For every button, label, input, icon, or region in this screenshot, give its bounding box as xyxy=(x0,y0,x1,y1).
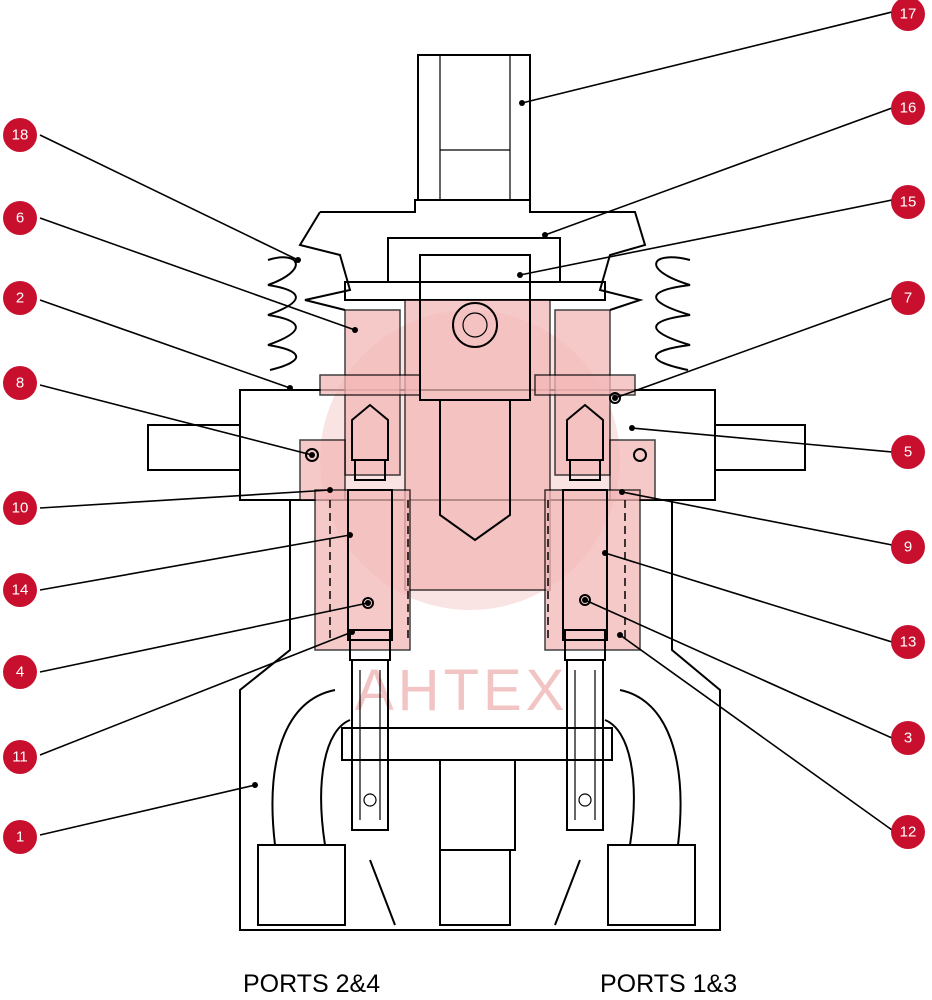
callout-5: 5 xyxy=(891,435,925,469)
ports-1-3-label: PORTS 1&3 xyxy=(600,970,738,998)
callout-7: 7 xyxy=(891,281,925,315)
callout-6: 6 xyxy=(3,201,37,235)
svg-text:18: 18 xyxy=(12,127,29,144)
callout-9: 9 xyxy=(891,530,925,564)
svg-text:13: 13 xyxy=(900,634,917,651)
svg-text:8: 8 xyxy=(16,375,24,392)
svg-text:6: 6 xyxy=(16,210,24,227)
callout-16: 16 xyxy=(891,91,925,125)
watermark-text: AHTEX xyxy=(355,658,568,723)
callout-13: 13 xyxy=(891,625,925,659)
svg-text:1: 1 xyxy=(16,829,24,846)
callout-10: 10 xyxy=(3,491,37,525)
svg-text:9: 9 xyxy=(904,539,912,556)
svg-text:2: 2 xyxy=(16,290,24,307)
leader-lines xyxy=(39,11,893,836)
callout-11: 11 xyxy=(3,740,37,774)
internal-parts xyxy=(299,299,656,651)
valve-body xyxy=(147,54,806,931)
svg-text:5: 5 xyxy=(904,444,912,461)
svg-text:10: 10 xyxy=(12,500,29,517)
svg-text:16: 16 xyxy=(900,100,917,117)
svg-text:17: 17 xyxy=(900,6,917,23)
svg-text:7: 7 xyxy=(904,290,912,307)
callout-1: 1 xyxy=(3,820,37,854)
callout-2: 2 xyxy=(3,281,37,315)
callout-14: 14 xyxy=(3,573,37,607)
svg-text:3: 3 xyxy=(904,730,912,747)
callout-12: 12 xyxy=(891,815,925,849)
callout-3: 3 xyxy=(891,721,925,755)
callout-15: 15 xyxy=(891,185,925,219)
svg-text:11: 11 xyxy=(12,749,28,766)
callouts: 1 2 3 4 5 6 7 8 9 10 11 12 13 14 15 16 1… xyxy=(3,0,925,854)
callout-17: 17 xyxy=(891,0,925,31)
ports-2-4-label: PORTS 2&4 xyxy=(243,970,381,998)
internal-details xyxy=(305,254,647,831)
svg-text:14: 14 xyxy=(12,582,29,599)
callout-8: 8 xyxy=(3,366,37,400)
callout-4: 4 xyxy=(3,655,37,689)
svg-text:12: 12 xyxy=(900,824,917,841)
callout-18: 18 xyxy=(3,118,37,152)
svg-text:15: 15 xyxy=(900,194,917,211)
svg-text:4: 4 xyxy=(16,664,24,681)
